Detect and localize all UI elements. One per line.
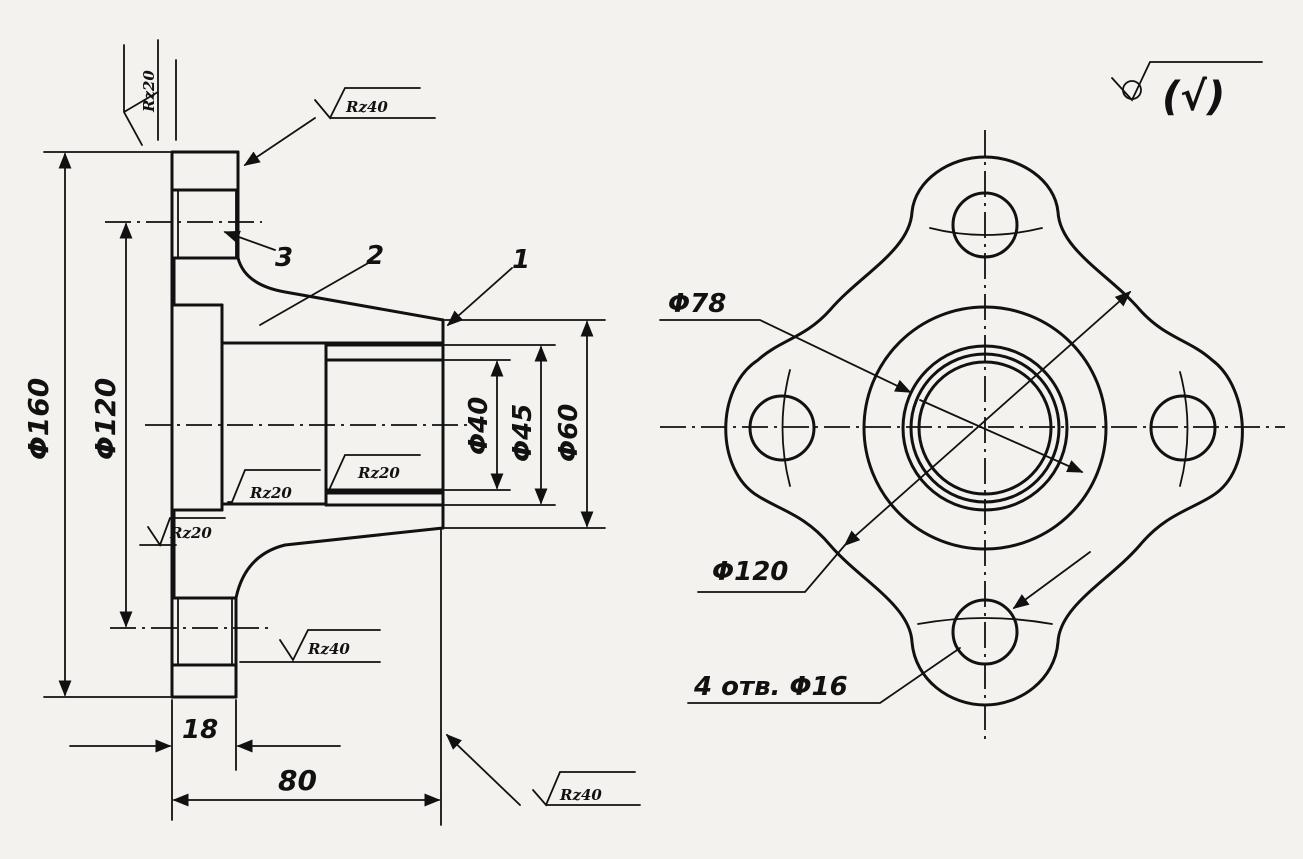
roughness-r4: Rz20	[357, 464, 400, 482]
front-view: Φ78 Φ120 4 отв. Φ16 (√)	[659, 61, 1285, 745]
dim-d60: Φ60	[554, 404, 584, 462]
dim-d160: Φ160	[22, 378, 55, 460]
dim-holes: 4 отв. Φ16	[693, 672, 848, 702]
callout-3: 3	[275, 243, 293, 273]
section-view: Φ160 Φ120 Φ40 Φ45 Φ60 18 80 1 2 3 Rz20	[22, 39, 641, 826]
hole-left	[748, 394, 816, 462]
dim-d40: Φ40	[464, 397, 494, 455]
dim-d45: Φ45	[508, 404, 538, 462]
dim-len18: 18	[182, 715, 218, 745]
dim-d78: Φ78	[668, 289, 726, 319]
dim-d120-left: Φ120	[89, 378, 122, 460]
flange-outline	[724, 155, 1244, 707]
roughness-r7: Rz40	[559, 786, 602, 804]
callout-1: 1	[512, 245, 530, 275]
body-upper-hatch	[172, 256, 445, 347]
dim-len80: 80	[278, 764, 317, 797]
flange-top-hatch	[170, 150, 240, 192]
dim-d120-right: Φ120	[712, 557, 788, 587]
roughness-r2: Rz40	[345, 98, 388, 116]
roughness-r5: Rz20	[169, 524, 212, 542]
general-roughness: (√)	[1162, 74, 1225, 120]
flange-bottom-hatch	[170, 663, 238, 699]
hole-top	[951, 191, 1019, 259]
roughness-r3: Rz20	[249, 484, 292, 502]
roughness-r6: Rz40	[307, 640, 350, 658]
callout-2: 2	[366, 241, 384, 271]
hole-right	[1149, 394, 1217, 462]
hole-bottom	[951, 598, 1019, 666]
roughness-r1: Rz20	[140, 70, 158, 113]
